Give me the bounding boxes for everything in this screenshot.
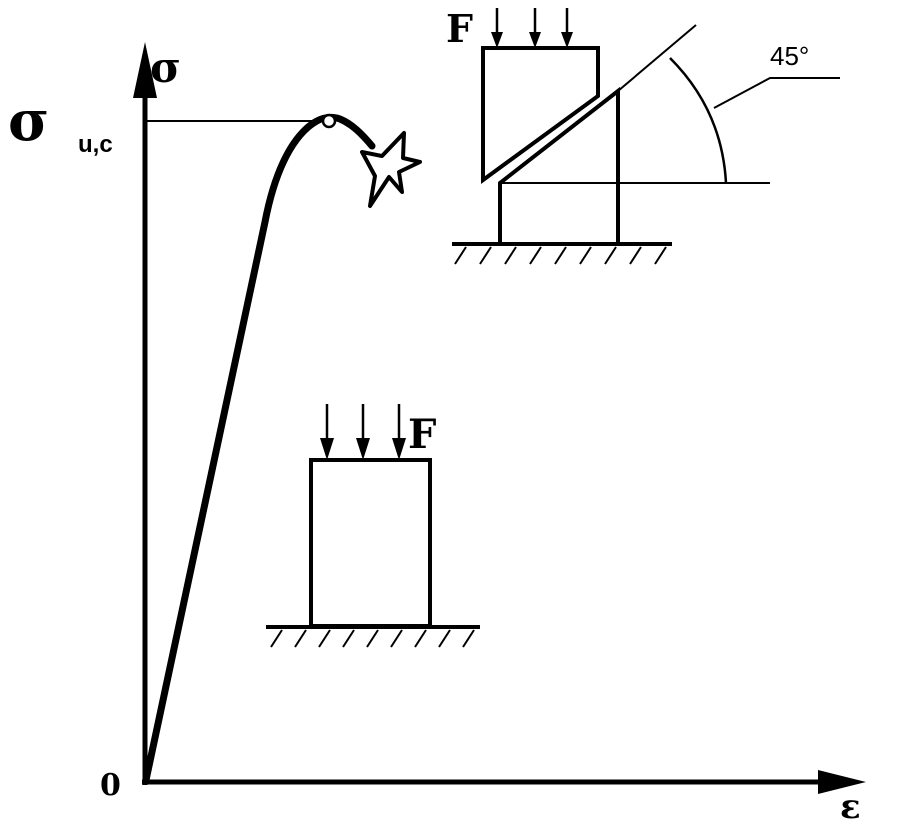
ultimate-strength-symbol: σ: [8, 88, 49, 154]
upper-ground-hatch: [454, 246, 667, 265]
angle-label: 45°: [770, 41, 809, 71]
lower-specimen: F: [266, 404, 480, 648]
x-axis-arrowhead: [818, 770, 866, 794]
peak-point: [321, 113, 337, 129]
ultimate-strength-label: σ u,c: [8, 88, 113, 158]
upper-specimen: 45° F: [446, 6, 840, 265]
force-arrowhead: [356, 438, 370, 460]
ultimate-strength-subscript: u,c: [78, 131, 113, 158]
y-axis-label: σ: [150, 43, 181, 92]
lower-ground-hatch: [270, 629, 475, 648]
force-arrowhead: [561, 32, 573, 48]
lower-force-arrows: [320, 404, 406, 460]
shear-plane-extension: [617, 24, 697, 92]
force-arrowhead: [491, 32, 503, 48]
upper-fragment: [481, 46, 600, 184]
lower-fragment: [498, 86, 620, 244]
stress-strain-curve: [142, 113, 376, 784]
fracture-star-icon: [360, 131, 422, 208]
lower-force-label: F: [408, 411, 436, 458]
upper-force-label: F: [446, 6, 473, 51]
angle-arc: [669, 57, 728, 184]
angle-leader: [713, 77, 840, 109]
force-arrowhead: [529, 32, 541, 48]
upper-force-arrows: [491, 8, 573, 48]
force-arrowhead: [320, 438, 334, 460]
axes: [133, 42, 866, 794]
intact-specimen-block: [309, 458, 432, 628]
origin-label: 0: [100, 768, 121, 803]
force-arrowhead: [392, 438, 406, 460]
x-axis-label: ε: [840, 787, 861, 827]
y-axis-arrowhead: [133, 42, 157, 98]
